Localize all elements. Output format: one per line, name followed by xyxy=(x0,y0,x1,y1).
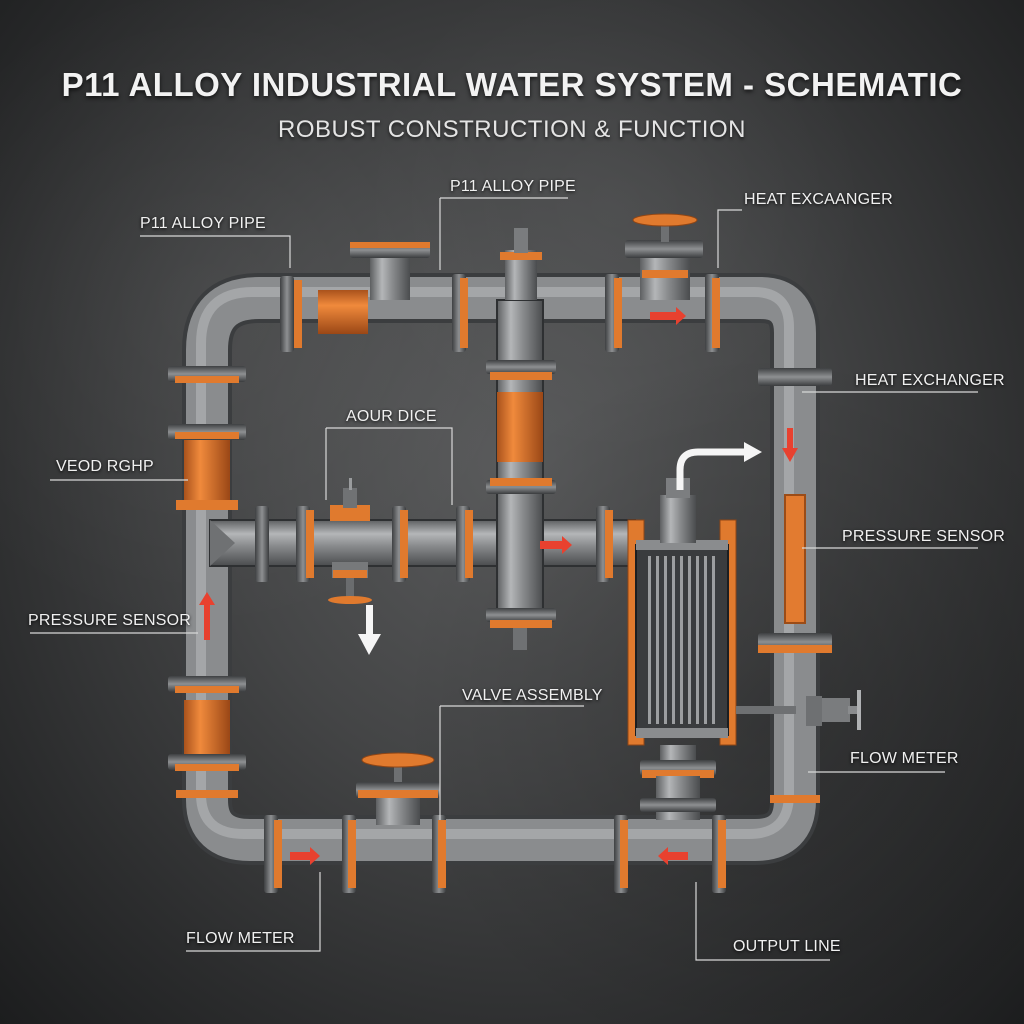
leader-lines xyxy=(30,197,978,961)
label-output-line: OUTPUT LINE xyxy=(733,938,841,955)
orange-pipe-segments xyxy=(184,290,806,755)
label-pressure-sensor-left: PRESSURE SENSOR xyxy=(28,612,192,629)
label-p11-alloy-pipe-left: P11 ALLOY PIPE xyxy=(140,215,266,232)
label-flow-meter-right: FLOW METER xyxy=(850,750,959,767)
label-valve-assembly: VALVE ASSEMBLY xyxy=(462,687,603,704)
center-vertical-pipe xyxy=(496,299,544,650)
label-heat-excaanger: HEAT EXCAANGER xyxy=(744,191,893,208)
white-arrows xyxy=(358,442,762,655)
flow-arrows xyxy=(199,307,798,865)
right-pipe-features xyxy=(758,368,832,803)
left-flanges xyxy=(168,366,246,798)
label-flow-meter-bottom: FLOW METER xyxy=(186,930,295,947)
bottom-pipe-features xyxy=(264,752,726,893)
label-pressure-sensor-right: PRESSURE SENSOR xyxy=(842,528,1006,545)
page-title: P11 ALLOY INDUSTRIAL WATER SYSTEM - SCHE… xyxy=(61,66,963,103)
middle-flanges xyxy=(255,506,613,582)
label-veod-rghp: VEOD RGHP xyxy=(56,458,154,475)
label-heat-exchanger: HEAT EXCHANGER xyxy=(855,372,1005,389)
center-flanges xyxy=(486,360,556,628)
top-risers xyxy=(350,213,703,300)
label-aour-dice: AOUR DICE xyxy=(346,408,437,425)
top-flanges xyxy=(280,274,720,352)
middle-valve xyxy=(328,478,372,604)
middle-horizontal-pipe xyxy=(209,519,636,567)
heat-exchanger-core xyxy=(627,478,861,820)
label-p11-alloy-pipe-top: P11 ALLOY PIPE xyxy=(450,178,576,195)
page-subtitle: ROBUST CONSTRUCTION & FUNCTION xyxy=(278,116,746,143)
